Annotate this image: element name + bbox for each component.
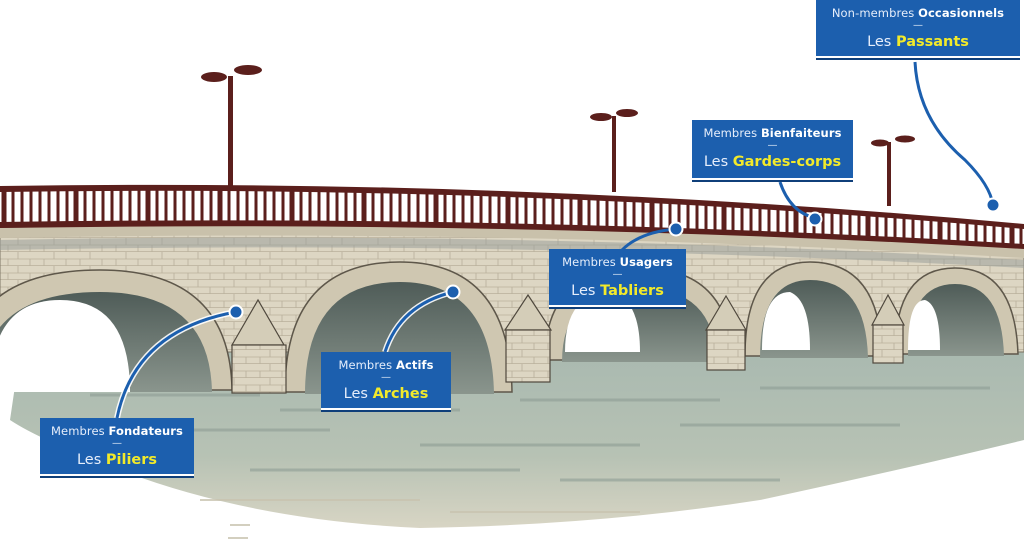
label-fondateurs: Membres Fondateurs — Les Piliers: [40, 418, 194, 476]
label-occasionnels: Non-membres Occasionnels — Les Passants: [816, 0, 1020, 58]
label-prefix: Membres: [562, 255, 620, 269]
arch: [0, 269, 233, 392]
label-les: Les: [343, 386, 373, 402]
label-separator: —: [913, 20, 923, 31]
connector-pillar: [115, 310, 237, 419]
label-bienfaiteurs: Membres Bienfaiteurs — Les Gardes-corps: [692, 120, 853, 180]
connector-dot-deck: [668, 221, 684, 237]
lamp-post: [201, 65, 262, 190]
lamp-post: [590, 109, 638, 192]
label-actifs: Membres Actifs — Les Arches: [321, 352, 451, 410]
connector-dot-passants: [985, 197, 1001, 213]
connector-passants: [913, 61, 995, 206]
pillar: [230, 298, 287, 394]
connector-arch: [383, 290, 454, 353]
label-category: Usagers: [619, 255, 673, 269]
label-prefix: Non-membres: [831, 6, 919, 20]
connector-dot-pillar: [228, 304, 244, 320]
lamp-post: [871, 135, 915, 206]
label-prefix: Membres: [51, 424, 109, 438]
label-category: Bienfaiteurs: [760, 126, 842, 140]
label-part: Gardes-corps: [732, 154, 842, 170]
bridge-pillars: [230, 293, 905, 394]
pillar: [704, 294, 748, 371]
arch: [744, 261, 883, 358]
label-category: Occasionnels: [918, 6, 1005, 20]
pillar: [871, 293, 905, 364]
label-prefix: Membres: [338, 358, 396, 372]
label-separator: —: [767, 140, 778, 151]
label-usagers: Membres Usagers — Les Tabliers: [549, 249, 686, 307]
pillar: [503, 293, 553, 383]
bridge-railing: [0, 184, 1024, 249]
label-part: Piliers: [105, 452, 158, 468]
label-part: Tabliers: [600, 283, 664, 299]
label-category: Fondateurs: [108, 424, 183, 438]
label-les: Les: [867, 34, 896, 50]
arch: [894, 267, 1019, 356]
label-prefix: Membres: [703, 126, 761, 140]
label-separator: —: [612, 269, 623, 280]
label-separator: —: [381, 372, 391, 383]
lamp-posts: [201, 65, 915, 206]
label-les: Les: [703, 154, 733, 170]
label-part: Passants: [895, 34, 969, 50]
label-category: Actifs: [395, 358, 434, 372]
label-les: Les: [571, 283, 601, 299]
label-separator: —: [112, 438, 122, 449]
label-part: Arches: [372, 386, 429, 402]
label-les: Les: [76, 452, 106, 468]
connector-dot-arch: [445, 284, 461, 300]
connectors: [114, 61, 1001, 419]
connector-dot-railing: [807, 211, 823, 227]
